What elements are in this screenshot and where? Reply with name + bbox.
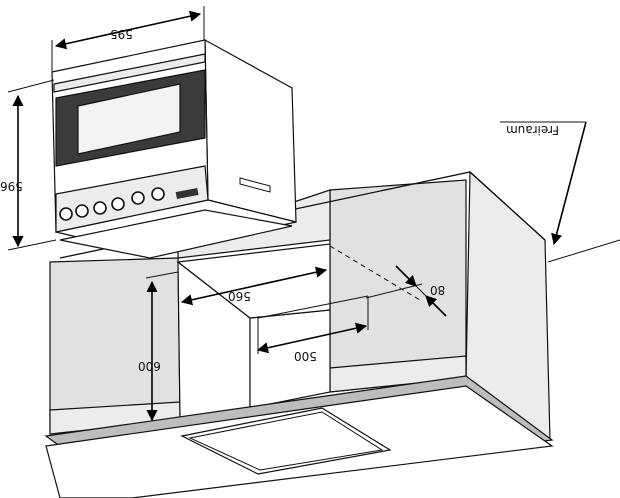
label-vent-gap: 80 — [430, 283, 445, 297]
free-space-leader — [551, 121, 587, 246]
label-oven-width: 595 — [110, 27, 133, 41]
oven-window — [77, 83, 181, 155]
dim-niche-depth-ext — [257, 295, 369, 319]
dimensions — [7, 6, 587, 422]
dim-niche-width-line — [180, 266, 328, 306]
dim-oven-height-ext — [7, 79, 55, 93]
dim-oven-height-ext — [7, 239, 57, 251]
oven — [51, 38, 297, 259]
oven-vent-slot — [239, 177, 271, 193]
knob-icon — [151, 187, 165, 201]
niche-back-wall — [249, 309, 331, 409]
label-oven-height: 596 — [0, 179, 23, 193]
labels: 595 596 560 500 600 80 Freiraum — [0, 27, 559, 373]
knob-icon — [59, 207, 73, 221]
oven-handle-strip — [53, 53, 206, 93]
wall-line — [547, 239, 620, 263]
label-free-space: Freiraum — [506, 123, 559, 137]
dim-vent-gap-ext — [365, 283, 423, 299]
oven-right-side — [204, 38, 297, 223]
dim-niche-depth-line — [256, 322, 368, 354]
label-niche-height: 600 — [138, 359, 161, 373]
label-niche-width: 560 — [228, 289, 251, 303]
dim-oven-width-line — [54, 10, 202, 50]
knob-icon — [75, 204, 89, 218]
oven-trim — [59, 209, 293, 259]
knob-icon — [93, 201, 107, 215]
knob-icon — [131, 191, 145, 205]
label-niche-depth: 500 — [294, 349, 317, 363]
dim-vent-gap-arrow — [425, 295, 447, 317]
dim-niche-height-ext — [145, 271, 179, 279]
hob-cutout-inner — [188, 411, 384, 471]
dim-vent-gap-arrow — [395, 265, 417, 287]
oven-knobs — [59, 187, 165, 221]
knob-icon — [111, 197, 125, 211]
oven-display — [175, 187, 199, 200]
